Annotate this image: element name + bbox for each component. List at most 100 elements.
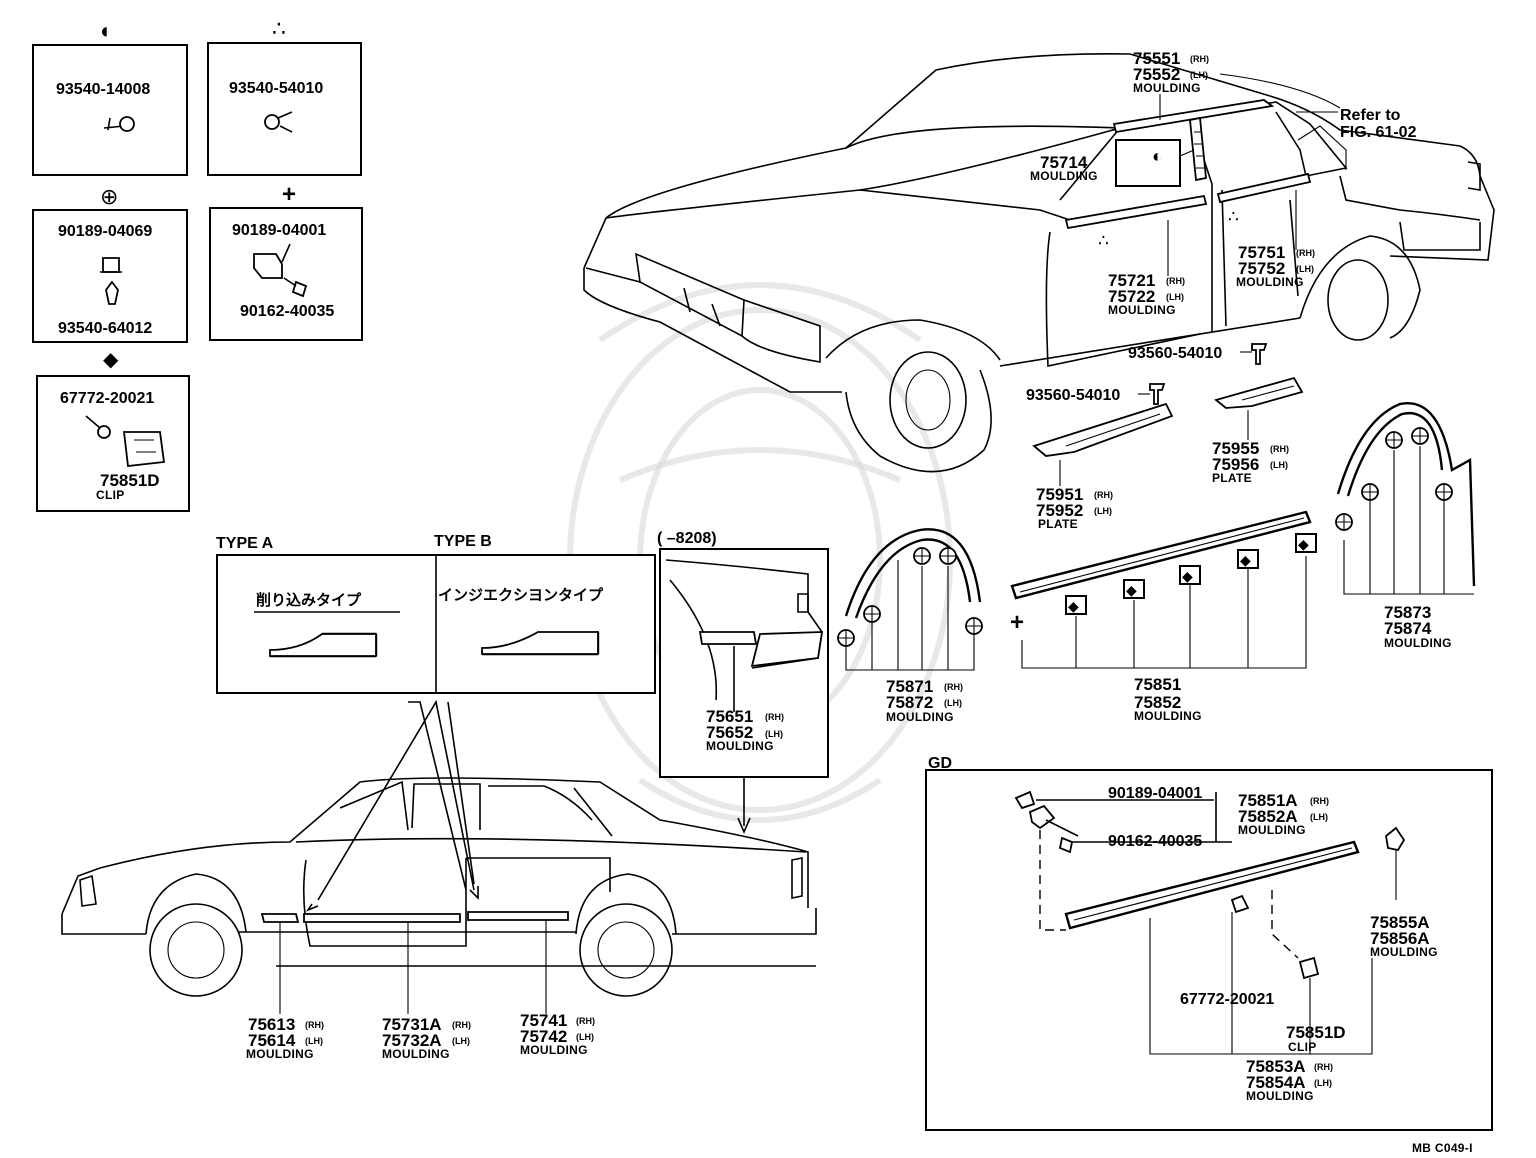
lh-label: (LH)	[305, 1036, 323, 1046]
rh-label: (RH)	[576, 1016, 595, 1026]
moulding-label: MOULDING	[1108, 303, 1176, 317]
part-75872: 75872	[886, 693, 933, 712]
gd-part-75853A: 75853A	[1246, 1057, 1306, 1076]
lh-label: (LH)	[944, 698, 962, 708]
rh-label: (RH)	[1166, 276, 1185, 286]
part-75551: 75551	[1133, 49, 1180, 68]
part-75742: 75742	[520, 1027, 567, 1046]
lh-label: (LH)	[1270, 460, 1288, 470]
part-75651: 75651	[706, 707, 753, 726]
main-car-labels: 75551 (RH) 75552 (LH) MOULDING Refer to …	[1026, 49, 1417, 405]
rh-label: (RH)	[765, 712, 784, 722]
rh-label: (RH)	[1094, 490, 1113, 500]
circle-plus-icon: ⊕	[100, 184, 118, 209]
lh-label: (LH)	[1310, 812, 1328, 822]
gd-part-75854A: 75854A	[1246, 1073, 1306, 1092]
propeller-icon: +	[282, 181, 296, 208]
part-75613: 75613	[248, 1015, 295, 1034]
part-75751: 75751	[1238, 243, 1285, 262]
diamond-square-icon: ◆	[1126, 582, 1137, 598]
refer-to-label: Refer to	[1340, 107, 1401, 124]
part-75874: 75874	[1384, 619, 1432, 638]
part-75952: 75952	[1036, 501, 1083, 520]
moulding-75851: + ◆ ◆ ◆ ◆ ◆ 75851 75852 MOULDING	[1010, 510, 1317, 723]
moulding-label: MOULDING	[520, 1043, 588, 1057]
rh-label: (RH)	[1270, 444, 1289, 454]
rh-label: (RH)	[1310, 796, 1329, 806]
lh-label: (LH)	[1190, 70, 1208, 80]
part-75741: 75741	[520, 1011, 567, 1030]
part-number: 93540-54010	[229, 80, 323, 97]
part-75714: 75714	[1040, 153, 1088, 172]
plates: 75951 (RH) 75952 (LH) PLATE 75955 (RH) 7…	[1032, 376, 1304, 531]
part-75721: 75721	[1108, 271, 1155, 290]
part-75871: 75871	[886, 677, 933, 696]
part-75752: 75752	[1238, 259, 1285, 278]
lh-label: (LH)	[1296, 264, 1314, 274]
part-75956: 75956	[1212, 455, 1259, 474]
rh-label: (RH)	[944, 682, 963, 692]
part-number-bottom: 93540-64012	[58, 320, 152, 337]
moulding-label: MOULDING	[1246, 1089, 1314, 1103]
part-75652: 75652	[706, 723, 753, 742]
part-75722: 75722	[1108, 287, 1155, 306]
lh-label: (LH)	[452, 1036, 470, 1046]
moulding-75873: 75873 75874 MOULDING	[1335, 402, 1476, 650]
gd-part-75856A: 75856A	[1370, 929, 1430, 948]
part-75731A: 75731A	[382, 1015, 442, 1034]
gd-part-75855A: 75855A	[1370, 913, 1430, 932]
part-number: 93540-14008	[56, 81, 150, 98]
legend-box-90189-04069: ⊕ 90189-04069 93540-64012	[32, 184, 188, 343]
part-75851: 75851	[1134, 675, 1181, 694]
clip-name: CLIP	[96, 488, 125, 502]
moulding-label: MOULDING	[1030, 169, 1098, 183]
moulding-label: MOULDING	[246, 1047, 314, 1061]
gd-part-75851D: 75851D	[1286, 1023, 1346, 1042]
diamond-square-icon: ◆	[1298, 536, 1309, 552]
rh-label: (RH)	[1314, 1062, 1333, 1072]
lh-label: (LH)	[1166, 292, 1184, 302]
part-number-top: 90189-04001	[232, 222, 326, 239]
gd-part-90162: 90162-40035	[1108, 833, 1202, 850]
main-car-drawing	[583, 53, 1495, 473]
legend-box-93540-54010: ∴ 93540-54010	[207, 16, 362, 176]
part-75614: 75614	[248, 1031, 296, 1050]
part-75951: 75951	[1036, 485, 1083, 504]
gd-box: GD 90189-04001 90162-40035 75851A (RH) 7…	[925, 755, 1493, 1131]
gd-part-75851A: 75851A	[1238, 791, 1298, 810]
rh-label: (RH)	[452, 1020, 471, 1030]
legend-box-93540-14008: ◐ 93540-14008	[32, 18, 188, 176]
propeller-icon: +	[1010, 609, 1024, 636]
moulding-label: MOULDING	[706, 739, 774, 753]
side-car-drawing	[61, 699, 817, 1014]
half-circle-icon: ◐	[100, 18, 113, 43]
part-93560-b: 93560-54010	[1026, 387, 1120, 404]
gd-label: GD	[928, 755, 952, 772]
moulding-label: MOULDING	[1236, 275, 1304, 289]
type-a-text: 削り込みタイプ	[256, 591, 362, 609]
rh-label: (RH)	[1296, 248, 1315, 258]
moulding-label: MOULDING	[1370, 945, 1438, 959]
gd-part-90189: 90189-04001	[1108, 785, 1202, 802]
moulding-75871: 75871 (RH) 75872 (LH) MOULDING	[837, 528, 983, 724]
type-b-text: インジエクシヨンタイプ	[438, 587, 604, 604]
legend-box-90189-04001: + 90189-04001 90162-40035	[209, 181, 363, 341]
part-75955: 75955	[1212, 439, 1259, 458]
rh-label: (RH)	[1190, 54, 1209, 64]
diamond-square-icon: ◆	[1182, 568, 1193, 584]
diamond-square-icon: ◆	[1240, 552, 1251, 568]
lh-label: (LH)	[576, 1032, 594, 1042]
part-75732A: 75732A	[382, 1031, 442, 1050]
part-75873: 75873	[1384, 603, 1431, 622]
rh-label: (RH)	[305, 1020, 324, 1030]
moulding-label: MOULDING	[886, 710, 954, 724]
detail-box-8208: ( –8208) 75651 (RH) 75652 (LH) MOULDING	[657, 530, 829, 835]
legend-box-67772-20021: ◆ 67772-20021 75851D CLIP	[36, 349, 190, 512]
half-circle-icon: ◐	[1152, 146, 1163, 166]
type-b-label: TYPE B	[434, 533, 492, 550]
side-car-labels: 75613 (RH) 75614 (LH) MOULDING 75731A (R…	[246, 1011, 595, 1061]
moulding-label: MOULDING	[1384, 636, 1452, 650]
clip-label: CLIP	[1288, 1040, 1317, 1054]
fig-ref-label: FIG. 61-02	[1340, 124, 1417, 141]
